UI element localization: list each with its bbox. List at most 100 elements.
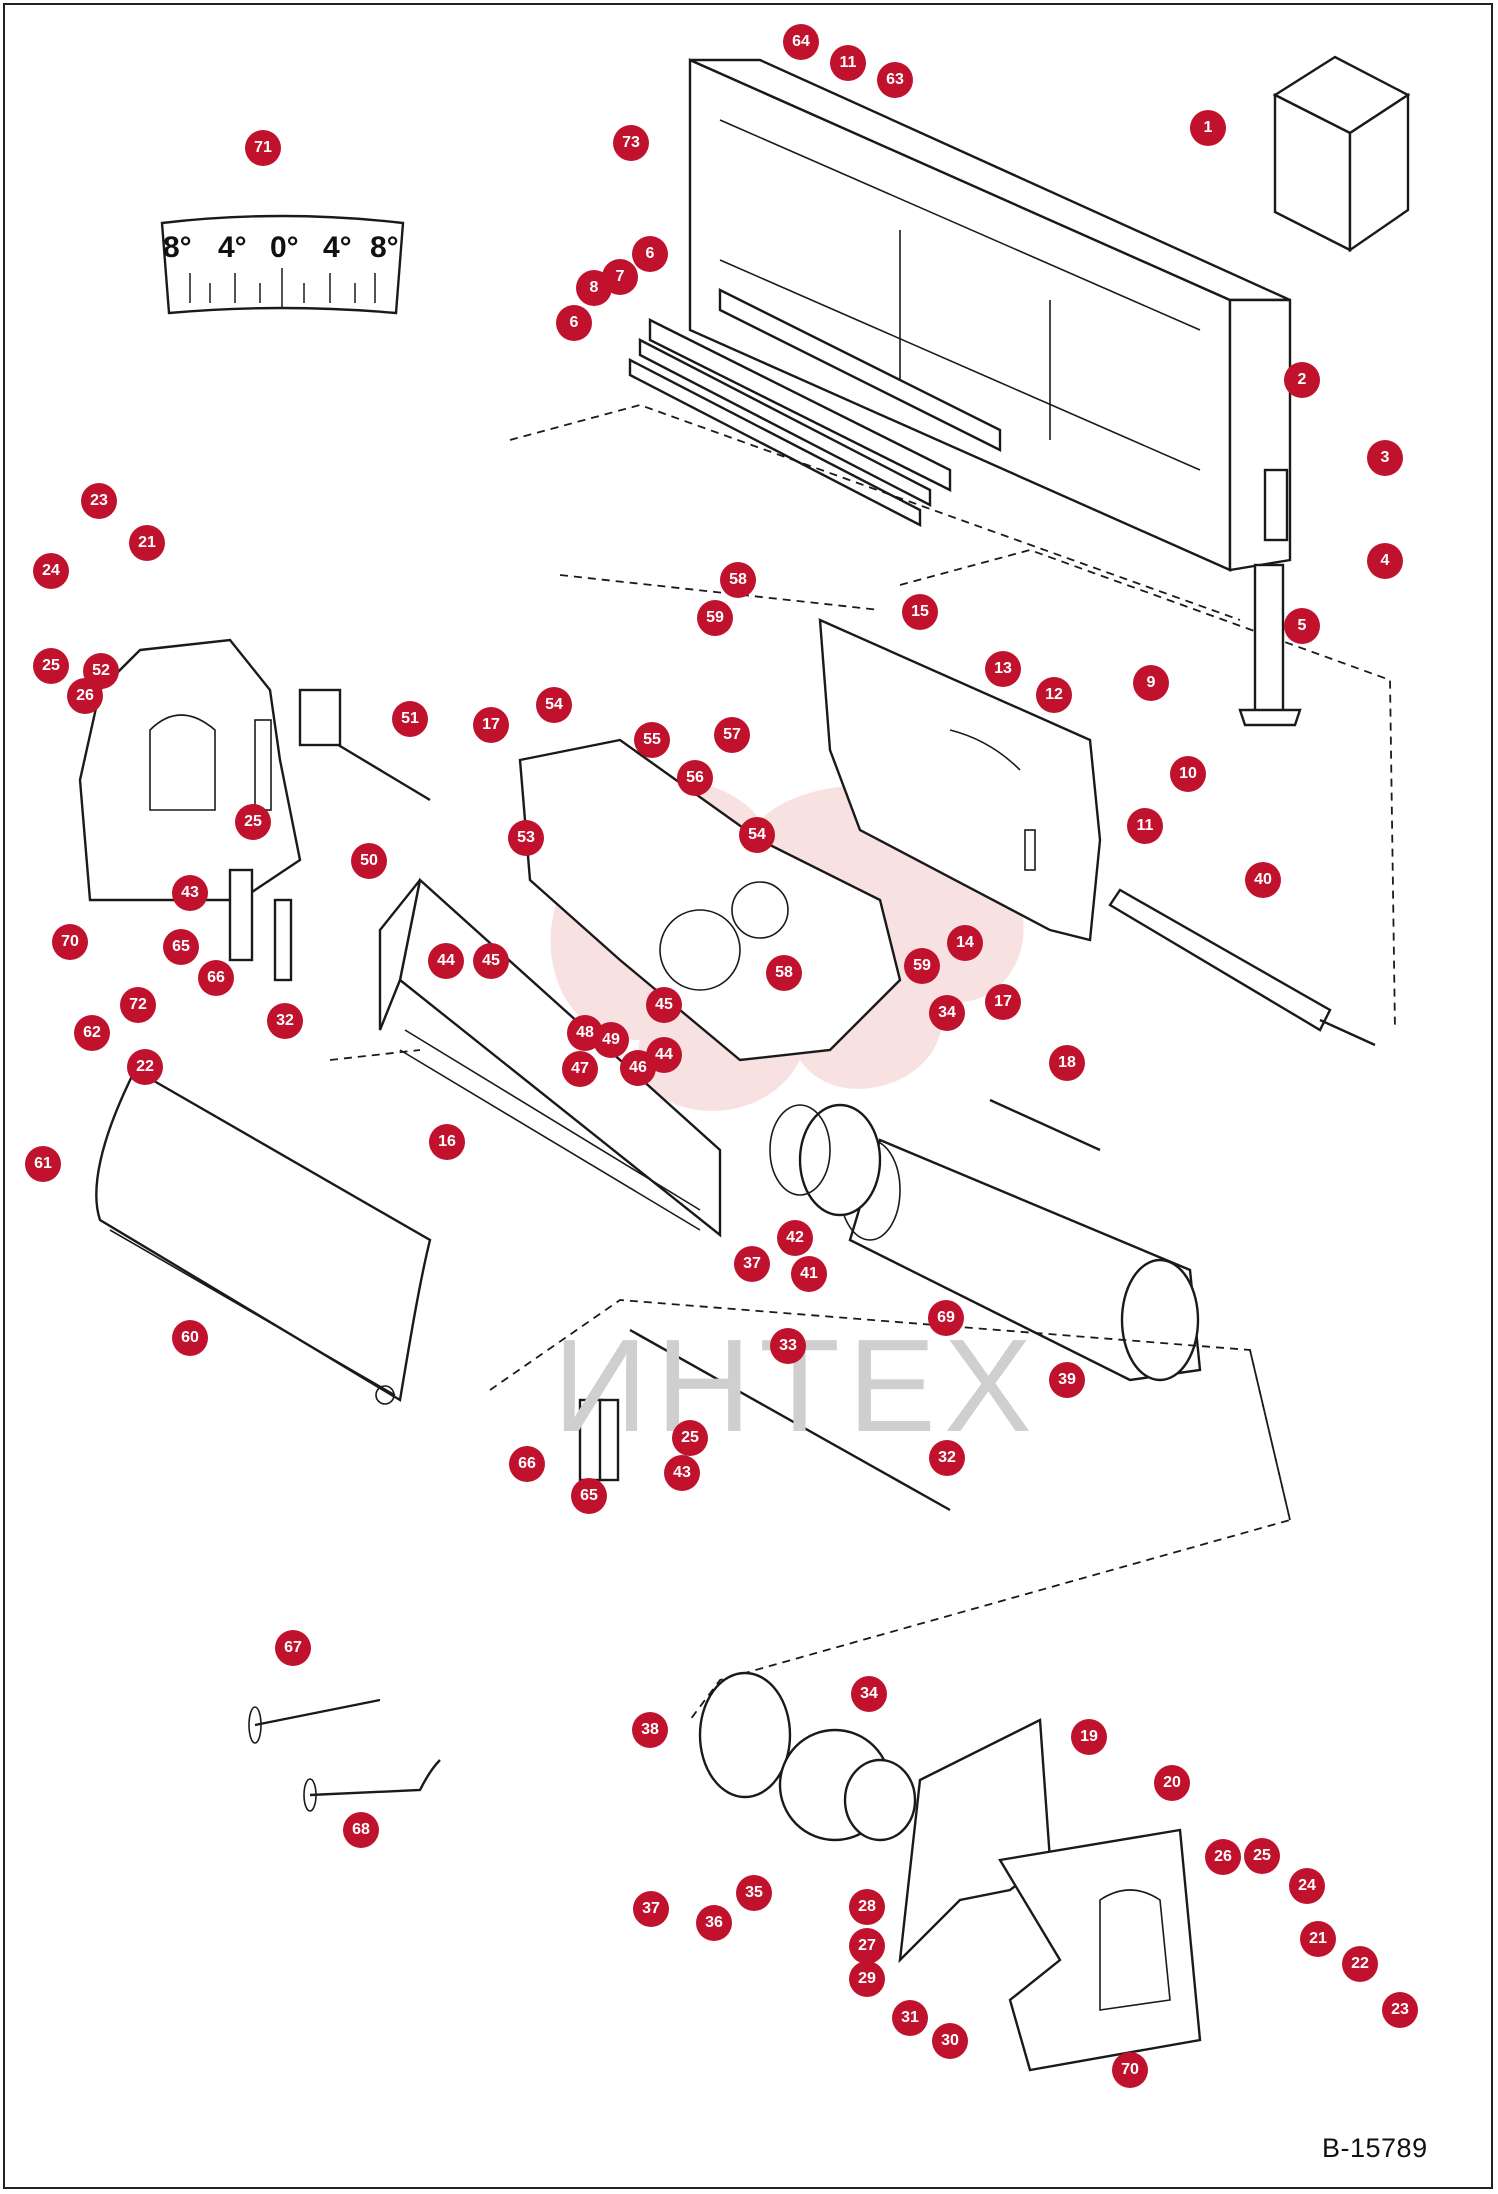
diagram-frame [3,3,1493,2189]
callout-badge: 64 [783,24,819,60]
callout-badge: 5 [1284,608,1320,644]
callout-badge: 44 [428,943,464,979]
callout-badge: 9 [1133,665,1169,701]
callout-badge: 24 [33,553,69,589]
bracket-upper-66 [228,868,254,962]
callout-badge: 11 [830,45,866,81]
drive-shaft [989,1098,1101,1152]
scale-label-2: 4° [218,231,247,264]
callout-badge: 59 [697,600,733,636]
callout-badge: 32 [267,1003,303,1039]
callout-badge: 55 [634,722,670,758]
callout-badge: 22 [1342,1946,1378,1982]
callout-badge: 38 [632,1712,668,1748]
callout-badge: 25 [33,648,69,684]
callout-badge: 8 [576,270,612,306]
callout-badge: 2 [1284,362,1320,398]
bracket-upper-65 [273,898,293,982]
callout-badge: 27 [849,1928,885,1964]
callout-badge: 67 [275,1630,311,1666]
callout-badge: 66 [198,960,234,996]
callout-badge: 17 [985,984,1021,1020]
cutter-drum [839,1138,1202,1382]
callout-badge: 29 [849,1961,885,1997]
angle-scale: 8° 4° 0° 4° 8° [160,213,405,323]
callout-badge: 65 [571,1478,607,1514]
callout-badge: 15 [902,594,938,630]
callout-badge: 37 [633,1891,669,1927]
callout-badge: 23 [81,483,117,519]
callout-badge: 23 [1382,1992,1418,2028]
callout-badge: 58 [720,562,756,598]
callout-badge: 59 [904,948,940,984]
callout-badge: 18 [1049,1045,1085,1081]
callout-badge: 41 [791,1256,827,1292]
callout-badge: 65 [163,929,199,965]
moldboard [95,1068,432,1405]
callout-badge: 45 [473,943,509,979]
callout-badge: 6 [632,236,668,272]
callout-badge: 20 [1154,1765,1190,1801]
callout-badge: 72 [120,987,156,1023]
callout-badge: 43 [664,1455,700,1491]
callout-badge: 24 [1289,1868,1325,1904]
callout-badge: 57 [714,717,750,753]
callout-badge: 58 [766,955,802,991]
callout-badge: 30 [932,2023,968,2059]
callout-badge: 61 [25,1146,61,1182]
callout-badge: 47 [562,1051,598,1087]
tool-handles [248,1698,441,1812]
callout-badge: 51 [392,701,428,737]
callout-badge: 17 [473,707,509,743]
scale-label-1: 8° [163,231,192,264]
callout-badge: 25 [1244,1838,1280,1874]
drawing-number: B-15789 [1322,2133,1428,2163]
callout-badge: 73 [613,125,649,161]
wear-strips [628,288,1002,527]
callout-badge: 3 [1367,440,1403,476]
callout-badge: 62 [74,1015,110,1051]
callout-badge: 70 [52,924,88,960]
lower-side-plates [898,1718,1202,2072]
callout-badge: 63 [877,62,913,98]
callout-badge: 34 [851,1676,887,1712]
callout-badge: 36 [696,1905,732,1941]
callout-badge: 34 [929,995,965,1031]
callout-badge: 46 [620,1050,656,1086]
drive-motor-upper [769,1103,882,1217]
callout-badge: 14 [947,925,983,961]
callout-badge: 56 [677,760,713,796]
callout-badge: 6 [556,305,592,341]
jack-stand [1238,563,1302,727]
callout-badge: 19 [1071,1719,1107,1755]
callout-badge: 69 [928,1300,964,1336]
scale-label-4: 4° [323,231,352,264]
right-side-plate [818,618,1102,942]
callout-badge: 1 [1190,110,1226,146]
callout-badge: 10 [1170,756,1206,792]
callout-badge: 25 [235,804,271,840]
callout-badge: 11 [1127,808,1163,844]
callout-badge: 35 [736,1875,772,1911]
callout-badge: 49 [593,1022,629,1058]
hydraulic-cylinder [1108,888,1376,1047]
callout-badge: 52 [83,653,119,689]
callout-badge: 54 [536,687,572,723]
callout-badge: 25 [672,1420,708,1456]
callout-badge: 66 [509,1446,545,1482]
callout-badge: 37 [734,1246,770,1282]
callout-badge: 71 [245,130,281,166]
callout-badge: 42 [777,1220,813,1256]
bracket-lower-65 [598,1398,620,1482]
rod [629,1328,951,1512]
callout-badge: 28 [849,1889,885,1925]
callout-badge: 54 [739,817,775,853]
lower-motor-assembly [698,1671,917,1842]
callout-badge: 16 [429,1124,465,1160]
scale-label-5: 8° [370,231,399,264]
callout-badge: 39 [1049,1362,1085,1398]
callout-badge: 31 [892,2000,928,2036]
callout-badge: 32 [929,1440,965,1476]
header-frame [688,58,1292,572]
